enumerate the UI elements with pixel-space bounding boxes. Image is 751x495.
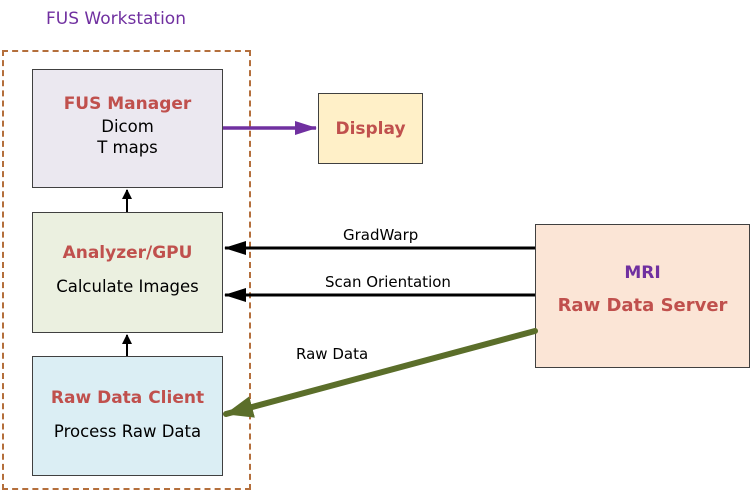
workstation-title: FUS Workstation [46,9,186,29]
arrow-raw-data [223,328,538,418]
analyzer-box: Analyzer/GPU Calculate Images [32,212,223,333]
raw-data-label: Raw Data [296,345,369,363]
mri-heading: MRI [624,262,661,283]
analyzer-heading: Analyzer/GPU [62,243,193,263]
scan-orientation-label: Scan Orientation [325,273,451,291]
gradwarp-label: GradWarp [343,226,419,244]
mri-box: MRI Raw Data Server [535,224,750,368]
analyzer-line: Calculate Images [56,277,199,296]
fus-manager-line-dicom: Dicom [101,116,154,136]
workstation-boundary [2,50,251,490]
fus-manager-heading: FUS Manager [63,93,192,114]
display-box: Display [318,93,423,164]
raw-data-client-line: Process Raw Data [53,421,202,441]
fus-manager-line-tmaps: T maps [97,137,158,157]
raw-data-client-box: Raw Data Client Process Raw Data [32,356,223,476]
mri-subheading: Raw Data Server [557,294,728,316]
raw-data-client-heading: Raw Data Client [50,387,205,408]
display-heading: Display [335,118,406,139]
fus-manager-box: FUS Manager Dicom T maps [32,69,223,188]
